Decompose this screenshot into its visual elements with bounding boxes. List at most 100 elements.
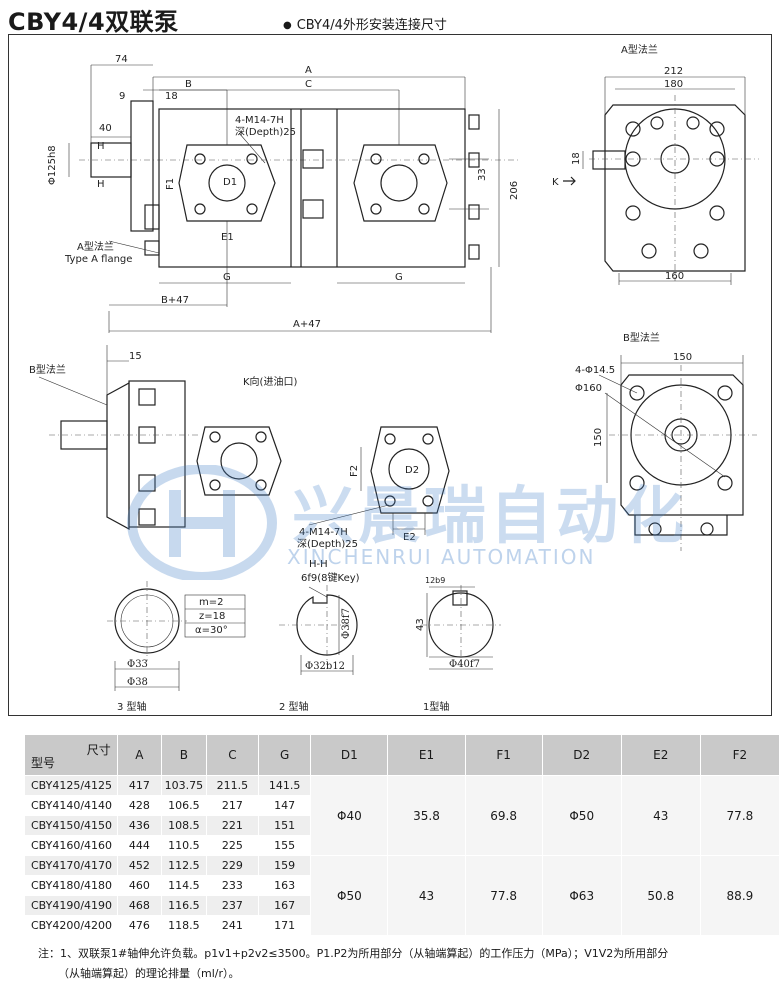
table-cell: 436	[116, 815, 162, 836]
table-cell: CBY4160/4160	[24, 835, 118, 856]
table-cell: 460	[116, 875, 162, 896]
table-cell: 110.5	[160, 835, 207, 856]
table-cell: 69.8	[464, 775, 543, 856]
shaft-section-labels: m=2 z=18 α=30° Φ33 Φ38 3 型轴 H-H 6f9(8键Ke…	[117, 559, 480, 713]
table-cell: 444	[116, 835, 162, 856]
dim-phi-160: Φ160	[575, 383, 602, 394]
table-cell: 155	[258, 835, 312, 856]
table-cell: 141.5	[258, 775, 312, 796]
f2-label: F2	[349, 465, 360, 477]
k-view-title: K向(进油口)	[243, 375, 297, 388]
table-cell: 229	[205, 855, 260, 876]
pump-side-view	[68, 64, 519, 333]
dim-c: C	[305, 79, 312, 90]
note-line: 注：1、双联泵1#轴伸允许负载。p1v1+p2v2≤3500。P1.P2为所用部…	[38, 947, 669, 960]
dim-phi-38: Φ38	[127, 677, 148, 688]
dim-33: 33	[477, 168, 488, 181]
table-cell: 147	[258, 795, 312, 816]
dim-180: 180	[664, 79, 683, 90]
pump-b-flange-view	[38, 345, 450, 535]
table-cell: 452	[116, 855, 162, 876]
e1-label: E1	[221, 232, 234, 243]
b-flange-labels: B型法兰 150 4-Φ14.5 Φ160 150	[575, 331, 692, 447]
dim-phi-32b12: Φ32b12	[305, 661, 345, 672]
thread-depth: 深(Depth)25	[235, 126, 296, 138]
dim-b-plus-47: B+47	[161, 295, 189, 306]
table-cell: 225	[205, 835, 260, 856]
table-cell: 106.5	[160, 795, 207, 816]
d2-label: D2	[405, 465, 419, 476]
dim-43: 43	[415, 618, 426, 631]
col-header: D2	[541, 734, 622, 776]
a-flange-labels: A型法兰 212 180 18 K 160	[552, 43, 684, 282]
table-cell: 43	[387, 855, 466, 936]
col-header: F2	[699, 734, 780, 776]
dim-18-flange: 18	[571, 152, 582, 165]
dim-150-vertical: 150	[593, 428, 604, 447]
table-cell: 159	[258, 855, 312, 876]
a-flange-label-cn: A型法兰	[77, 240, 114, 253]
table-cell: 114.5	[160, 875, 207, 896]
table-cell: 417	[116, 775, 162, 796]
dim-a: A	[305, 65, 312, 76]
table-header-corner: 尺寸 型号	[24, 734, 118, 776]
dim-160: 160	[665, 271, 684, 282]
table-cell: Φ63	[541, 855, 622, 936]
table-cell: CBY4150/4150	[24, 815, 118, 836]
table-cell: 217	[205, 795, 260, 816]
a-flange-view	[563, 76, 759, 285]
table-header-row: 尺寸 型号 A B C G D1 E1 F1 D2 E2 F2	[24, 734, 780, 776]
e2-label: E2	[403, 532, 416, 543]
dim-phi-40f7: Φ40f7	[449, 659, 480, 670]
table-cell: 221	[205, 815, 260, 836]
col-header: E2	[620, 734, 701, 776]
dim-g-2: G	[395, 272, 403, 283]
spline-teeth: z=18	[199, 611, 225, 622]
note-line: （从轴端算起）的理论排量（ml/r）。	[58, 967, 240, 980]
table-cell: Φ40	[310, 775, 389, 856]
technical-drawing: 74 A B C 9 18 40 Φ125h8 H H 4-M14-7H 深(D…	[8, 34, 772, 716]
header-size-label: 尺寸	[86, 743, 111, 757]
table-cell: CBY4200/4200	[24, 915, 118, 936]
table-cell: CBY4140/4140	[24, 795, 118, 816]
table-cell: 428	[116, 795, 162, 816]
spline-angle: α=30°	[195, 625, 228, 636]
table-cell: CBY4170/4170	[24, 855, 118, 876]
table-cell: 468	[116, 895, 162, 916]
table-cell: 118.5	[160, 915, 207, 936]
shaft-type-3: 3 型轴	[117, 700, 147, 713]
dim-12b9: 12b9	[425, 576, 445, 585]
table-cell: 103.75	[160, 775, 207, 796]
table-cell: 151	[258, 815, 312, 836]
table-cell: 241	[205, 915, 260, 936]
b-flange-label: B型法兰	[29, 363, 66, 376]
thread-spec: 4-M14-7H	[235, 115, 284, 126]
col-header: E1	[387, 734, 466, 776]
thread-spec-2: 4-M14-7H	[299, 527, 348, 538]
table-cell: 476	[116, 915, 162, 936]
table-cell: 233	[205, 875, 260, 896]
dim-a-plus-47: A+47	[293, 319, 321, 330]
middle-view-labels: B型法兰 15 K向(进油口) 4-M14-7H 深(Depth)25 D2 F…	[29, 351, 419, 550]
hole-spec: 4-Φ14.5	[575, 365, 615, 376]
table-cell: CBY4180/4180	[24, 875, 118, 896]
a-flange-view-title: A型法兰	[621, 43, 658, 56]
table-cell: 112.5	[160, 855, 207, 876]
col-header: F1	[464, 734, 543, 776]
shaft-sections	[107, 581, 501, 691]
section-h-top: H	[97, 141, 105, 152]
shaft-type-1: 1型轴	[423, 700, 449, 713]
section-h-h: H-H	[309, 559, 328, 570]
f1-label: F1	[165, 178, 176, 190]
dim-g-1: G	[223, 272, 231, 283]
col-header: B	[160, 734, 207, 776]
table-cell: 50.8	[620, 855, 701, 936]
table-cell: 77.8	[464, 855, 543, 936]
table-cell: Φ50	[541, 775, 622, 856]
col-header: A	[116, 734, 162, 776]
col-header: G	[258, 734, 312, 776]
